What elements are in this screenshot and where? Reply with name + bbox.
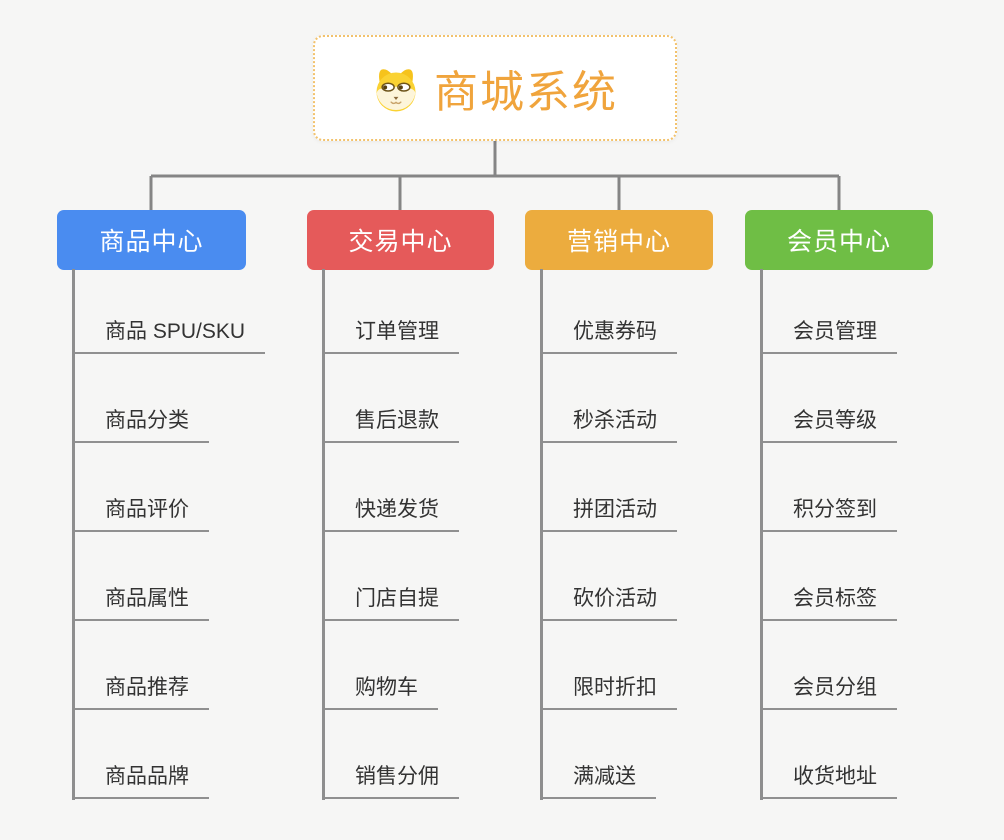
child-node[interactable]: 收货地址: [760, 760, 897, 799]
child-node[interactable]: 商品 SPU/SKU: [72, 315, 266, 354]
branch-spine-line: [760, 269, 763, 800]
child-node[interactable]: 商品分类: [72, 404, 209, 443]
child-node[interactable]: 订单管理: [322, 315, 459, 354]
child-node[interactable]: 秒杀活动: [540, 404, 677, 443]
child-node[interactable]: 商品推荐: [72, 671, 209, 710]
child-node[interactable]: 会员管理: [760, 315, 897, 354]
branch-spine-line: [540, 269, 543, 800]
dog-face-icon: [376, 69, 416, 112]
branch-node-member-center[interactable]: 会员中心: [745, 210, 933, 270]
child-node[interactable]: 销售分佣: [322, 760, 459, 799]
child-node[interactable]: 门店自提: [322, 582, 459, 621]
child-node[interactable]: 限时折扣: [540, 671, 677, 710]
child-node[interactable]: 会员标签: [760, 582, 897, 621]
child-node[interactable]: 优惠券码: [540, 315, 677, 354]
branch-node-label: 会员中心: [786, 228, 891, 256]
child-node[interactable]: 商品属性: [72, 582, 209, 621]
child-node[interactable]: 购物车: [322, 671, 438, 710]
child-node[interactable]: 商品评价: [72, 493, 209, 532]
branch-node-trade-center[interactable]: 交易中心: [307, 210, 494, 270]
branch-node-label: 交易中心: [348, 228, 453, 256]
child-node[interactable]: 砍价活动: [540, 582, 677, 621]
branch-children-trade-center: 订单管理 售后退款 快递发货 门店自提 购物车 销售分佣: [322, 265, 459, 800]
child-node[interactable]: 拼团活动: [540, 493, 677, 532]
branch-node-marketing-center[interactable]: 营销中心: [525, 210, 713, 270]
child-node[interactable]: 满减送: [540, 760, 656, 799]
child-node[interactable]: 会员等级: [760, 404, 897, 443]
child-node[interactable]: 售后退款: [322, 404, 459, 443]
branch-children-product-center: 商品 SPU/SKU 商品分类 商品评价 商品属性 商品推荐 商品品牌: [72, 265, 266, 800]
branch-node-label: 营销中心: [566, 228, 671, 256]
branch-node-label: 商品中心: [99, 228, 204, 256]
child-node[interactable]: 积分签到: [760, 493, 897, 532]
branch-spine-line: [322, 269, 325, 800]
branch-children-member-center: 会员管理 会员等级 积分签到 会员标签 会员分组 收货地址: [760, 265, 897, 800]
branch-children-marketing-center: 优惠券码 秒杀活动 拼团活动 砍价活动 限时折扣 满减送: [540, 265, 677, 800]
child-node[interactable]: 会员分组: [760, 671, 897, 710]
branch-node-product-center[interactable]: 商品中心: [57, 210, 246, 270]
child-node[interactable]: 商品品牌: [72, 760, 209, 799]
root-node-label: 商城系统: [434, 68, 618, 117]
branch-spine-line: [72, 269, 75, 800]
root-node[interactable]: 商城系统: [313, 35, 677, 141]
child-node[interactable]: 快递发货: [322, 493, 459, 532]
